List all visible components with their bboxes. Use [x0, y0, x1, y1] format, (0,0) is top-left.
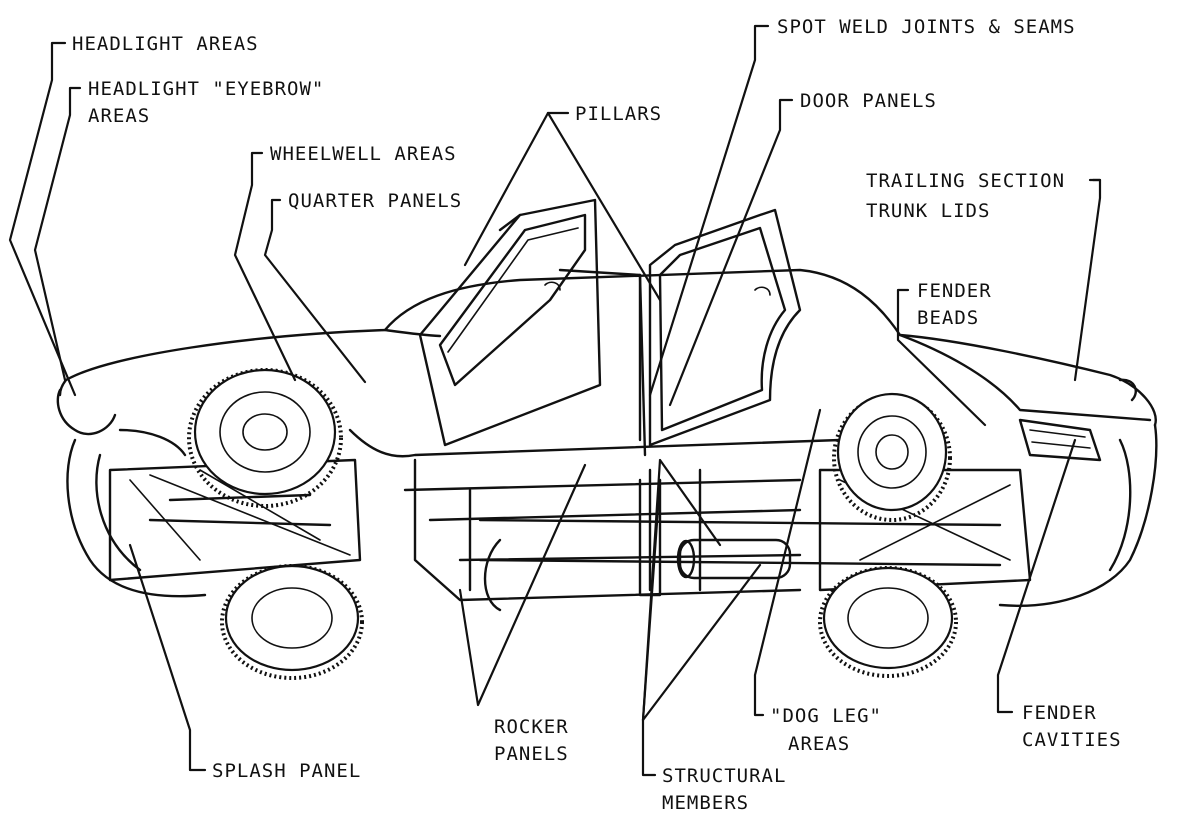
label-spot-weld: SPOT WELD JOINTS & SEAMS [777, 16, 1076, 38]
label-rocker-panels-line2: PANELS [494, 743, 569, 765]
label-rocker-panels-line1: ROCKER [494, 716, 569, 738]
label-wheelwell-areas: WHEELWELL AREAS [270, 143, 457, 165]
front-bottom-wheel [220, 564, 364, 680]
pillar-line [558, 268, 647, 457]
rear-top-wheel [832, 392, 952, 522]
front-top-wheel [187, 368, 343, 508]
label-quarter-panels: QUARTER PANELS [288, 190, 462, 212]
label-headlight-areas: HEADLIGHT AREAS [72, 33, 259, 55]
label-pillars: PILLARS [575, 103, 662, 125]
label-fender-cavities-line1: FENDER [1022, 702, 1097, 724]
leader-lines [8, 24, 1102, 777]
rear-bottom-wheel [818, 566, 958, 678]
front-door [418, 198, 602, 447]
label-headlight-eyebrow-line1: HEADLIGHT "EYEBROW" [88, 78, 324, 100]
label-structural-members-line2: MEMBERS [662, 792, 749, 814]
callout-labels: HEADLIGHT AREAS HEADLIGHT "EYEBROW" AREA… [72, 16, 1122, 814]
label-structural-members-line1: STRUCTURAL [662, 765, 786, 787]
chassis-frame [108, 458, 1032, 612]
label-trunk-lids: TRUNK LIDS [866, 200, 990, 222]
label-fender-beads-line2: BEADS [917, 307, 979, 329]
label-dog-leg-line1: "DOG LEG" [770, 705, 882, 727]
label-door-panels: DOOR PANELS [800, 90, 937, 112]
label-fender-beads-line1: FENDER [917, 280, 992, 302]
label-fender-cavities-line2: CAVITIES [1022, 729, 1122, 751]
label-dog-leg-line2: AREAS [788, 733, 850, 755]
rear-door [638, 208, 802, 447]
label-headlight-eyebrow-line2: AREAS [88, 105, 150, 127]
label-splash-panel: SPLASH PANEL [212, 760, 361, 782]
label-trailing-section: TRAILING SECTION [866, 170, 1065, 192]
